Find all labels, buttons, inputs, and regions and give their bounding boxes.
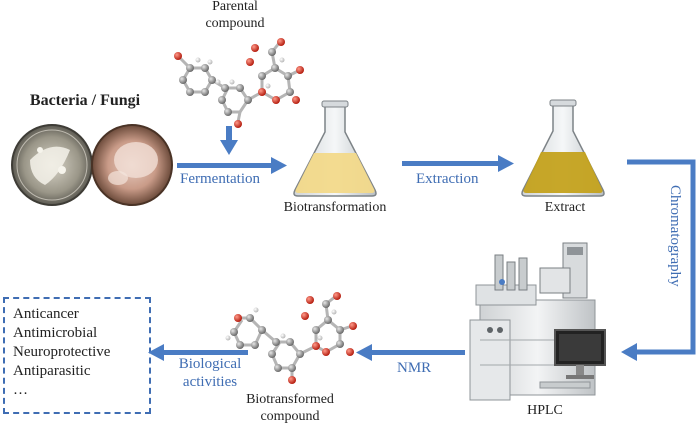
extraction-step: Extraction <box>416 171 479 187</box>
parental-compound-label: compound <box>205 16 265 31</box>
chromatography-arrow <box>621 159 696 361</box>
biotransformed-label: Biotransformed <box>246 392 334 407</box>
petri-dish-fungi <box>91 124 173 206</box>
bio-activities-arrow <box>148 344 248 361</box>
activity-item: Antiparasitic <box>13 363 91 379</box>
bio-activities-line2: activities <box>182 374 238 390</box>
biotransformed-molecule <box>225 292 357 384</box>
biotransformed-compound-label: compound <box>260 409 320 424</box>
petri-dish-bacteria <box>11 124 93 206</box>
fermentation-step: Fermentation <box>180 171 260 187</box>
nmr-step: NMR <box>397 360 432 376</box>
activity-item: Anticancer <box>13 306 79 322</box>
nmr-arrow <box>356 344 465 361</box>
activities-box: Anticancer Antimicrobial Neuroprotective… <box>3 297 151 414</box>
extract-label: Extract <box>544 200 586 215</box>
extract-flask <box>521 99 605 197</box>
parental-molecule <box>174 38 304 128</box>
organisms-label: Bacteria / Fungi <box>29 92 141 109</box>
hplc-label: HPLC <box>527 403 563 418</box>
activity-item: … <box>13 382 28 398</box>
parental-label: Parental <box>212 0 258 14</box>
down-arrow <box>220 126 238 155</box>
bio-activities-line1: Biological <box>178 356 242 372</box>
activity-item: Antimicrobial <box>13 325 98 341</box>
biotransformation-flask <box>293 100 377 197</box>
hplc-instrument <box>469 242 606 401</box>
activity-item: Neuroprotective <box>13 344 111 360</box>
biotransformation-label: Biotransformation <box>283 200 387 215</box>
fermentation-arrow <box>177 157 287 174</box>
extraction-arrow <box>402 155 514 172</box>
